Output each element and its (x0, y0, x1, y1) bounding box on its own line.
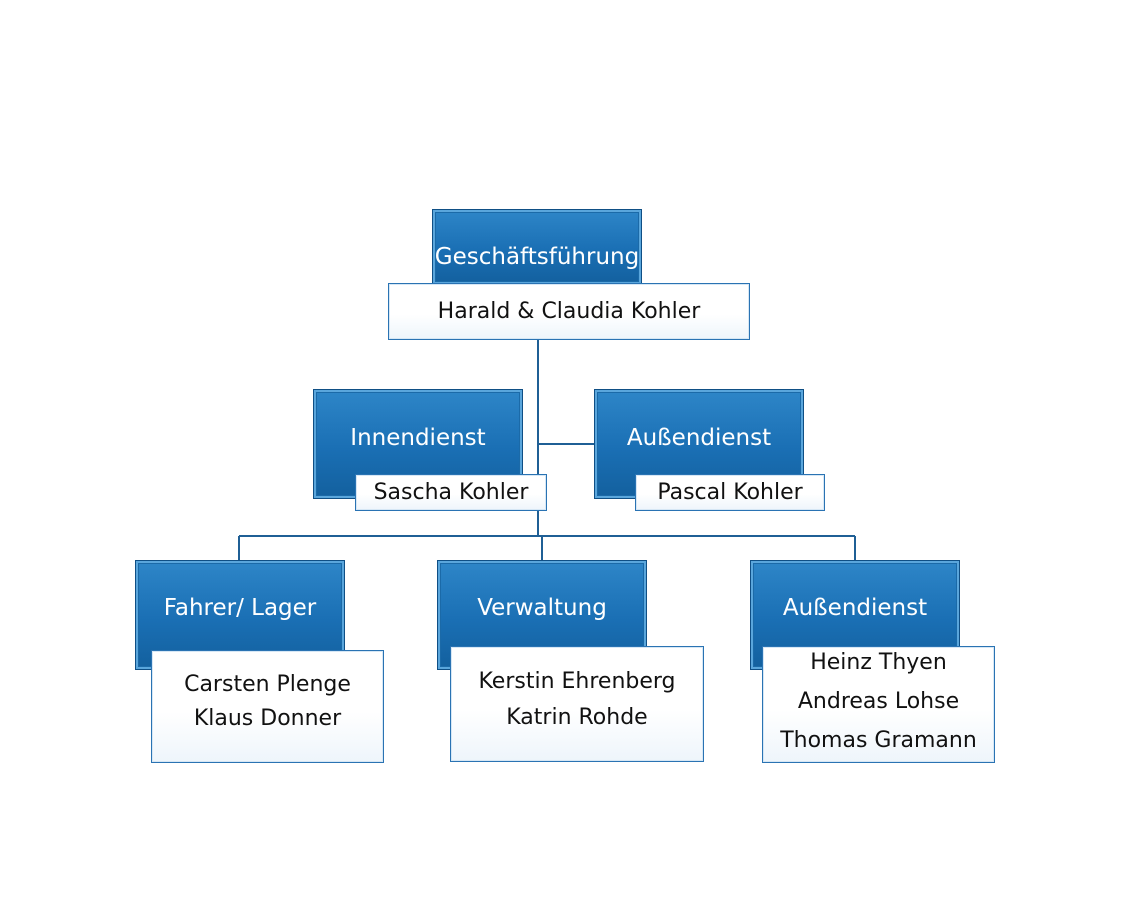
node-title: Fahrer/ Lager (163, 595, 317, 621)
member-name: Kerstin Ehrenberg (478, 669, 676, 694)
node-title: Geschäftsführung (434, 244, 640, 270)
node-aussendienst-team-members: Heinz Thyen Andreas Lohse Thomas Gramann (762, 646, 995, 763)
node-geschaeftsfuehrung: Geschäftsführung (432, 209, 642, 285)
member-name: Heinz Thyen (810, 650, 947, 675)
node-title: Außendienst (782, 595, 928, 621)
member-name: Sascha Kohler (373, 480, 529, 505)
node-geschaeftsfuehrung-members: Harald & Claudia Kohler (388, 283, 750, 340)
node-title: Verwaltung (477, 595, 607, 621)
member-name: Katrin Rohde (506, 705, 648, 730)
node-aussendienst-lead-members: Pascal Kohler (635, 474, 825, 511)
node-title: Innendienst (350, 425, 486, 451)
member-name: Klaus Donner (193, 706, 342, 731)
node-verwaltung-members: Kerstin Ehrenberg Katrin Rohde (450, 646, 704, 762)
member-name: Harald & Claudia Kohler (437, 299, 701, 324)
member-name: Andreas Lohse (797, 689, 960, 714)
node-title: Außendienst (626, 425, 772, 451)
member-name: Carsten Plenge (184, 672, 351, 697)
node-innendienst-members: Sascha Kohler (355, 474, 547, 511)
node-fahrer-lager-members: Carsten Plenge Klaus Donner (151, 650, 384, 763)
member-name: Thomas Gramann (780, 728, 977, 753)
member-name: Pascal Kohler (657, 480, 803, 505)
